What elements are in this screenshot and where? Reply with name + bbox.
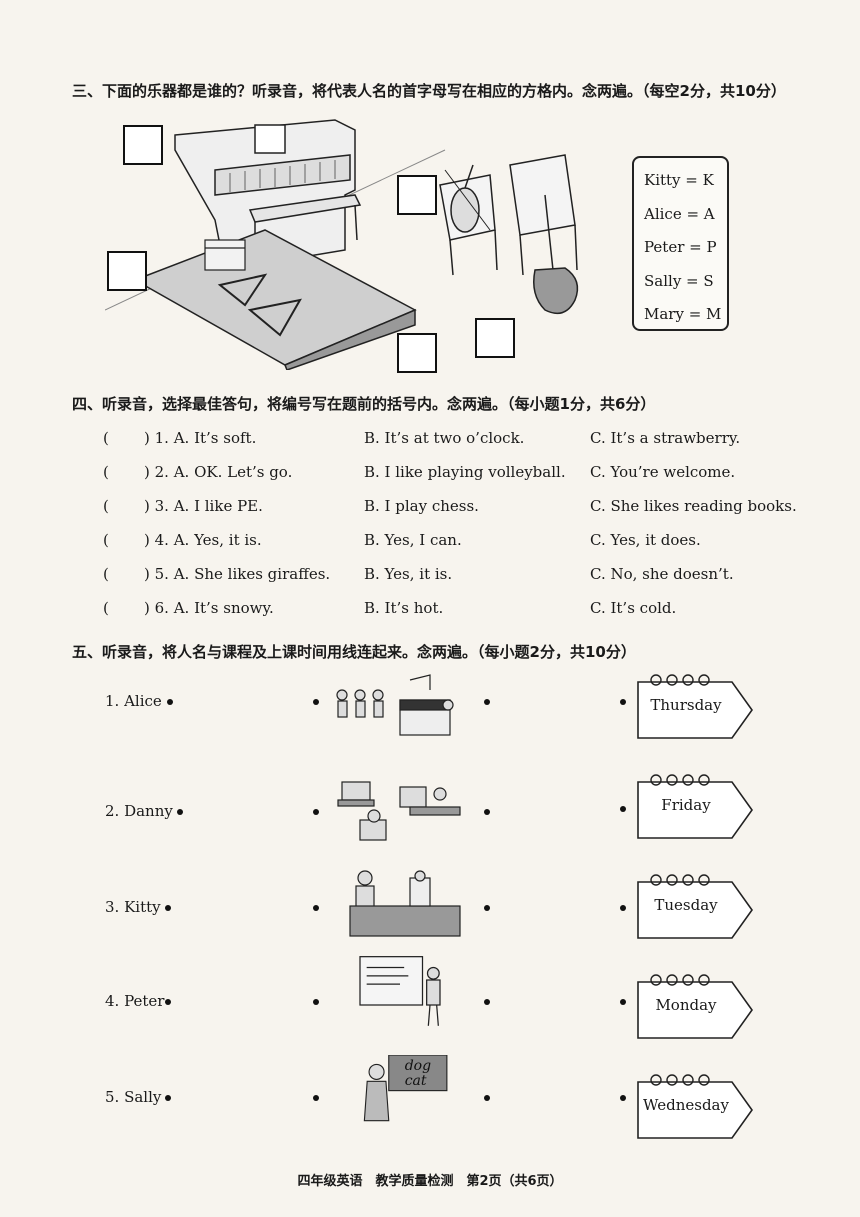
match-dot[interactable]	[313, 999, 319, 1005]
match-dot[interactable]	[620, 699, 626, 705]
day-label: Tuesday	[654, 896, 718, 914]
name-key-legend: Kitty = K Alice = A Peter = P Sally = S …	[632, 156, 729, 331]
match-dot[interactable]	[177, 809, 183, 815]
option-b: B. It’s at two o’clock.	[364, 429, 525, 447]
option-c: C. She likes reading books.	[590, 497, 797, 515]
section5-title: 五、听录音，将人名与课程及上课时间用线连起来。念两遍。（每小题2分，共10分）	[72, 643, 636, 661]
match-dot[interactable]	[313, 905, 319, 911]
calendar-icon	[637, 874, 753, 939]
option-c: C. You’re welcome.	[590, 463, 736, 481]
answer-paren[interactable]: (	[103, 429, 109, 447]
legend-item: Kitty = K	[644, 171, 714, 189]
legend-item: Peter = P	[644, 238, 717, 256]
answer-box-violin[interactable]	[397, 175, 437, 215]
tambourine-box	[204, 239, 246, 271]
answer-box-triangle[interactable]	[397, 333, 437, 373]
option-b: B. I like playing volleyball.	[364, 463, 566, 481]
match-dot[interactable]	[484, 999, 490, 1005]
name-peter: 4. Peter	[105, 992, 165, 1010]
name-alice: 1. Alice	[105, 692, 162, 710]
computer-class-picture	[337, 781, 461, 841]
triangles	[217, 273, 302, 337]
name-sally: 5. Sally	[105, 1088, 162, 1106]
option-a: ) 6. A. It’s snowy.	[144, 599, 274, 617]
match-dot[interactable]	[313, 1095, 319, 1101]
option-b: B. Yes, I can.	[364, 531, 462, 549]
option-a: ) 3. A. I like PE.	[144, 497, 263, 515]
match-dot[interactable]	[313, 809, 319, 815]
match-dot[interactable]	[484, 905, 490, 911]
option-c: C. It’s a strawberry.	[590, 429, 741, 447]
calendar-icon	[637, 1074, 753, 1139]
calendar-wednesday: Wednesday	[636, 1070, 756, 1140]
calendar-icon	[637, 674, 753, 739]
legend-item: Alice = A	[644, 204, 715, 223]
answer-paren[interactable]: (	[103, 531, 109, 549]
board-word-dog: dog	[405, 1058, 431, 1074]
calendar-tuesday: Tuesday	[636, 870, 756, 940]
match-dot[interactable]	[167, 699, 173, 705]
day-label: Wednesday	[643, 1096, 729, 1114]
piano	[174, 119, 362, 271]
option-b: B. I play chess.	[364, 497, 479, 515]
match-dot[interactable]	[620, 905, 626, 911]
answer-box-guitar[interactable]	[475, 318, 515, 358]
chinese-class-picture	[359, 956, 441, 1026]
option-b: B. Yes, it is.	[364, 565, 453, 583]
board-word-cat: cat	[405, 1073, 427, 1089]
option-c: C. Yes, it does.	[590, 531, 701, 549]
calendar-thursday: Thursday	[636, 670, 756, 740]
calendar-monday: Monday	[636, 970, 756, 1040]
match-dot[interactable]	[484, 1095, 490, 1101]
calendar-icon	[637, 774, 753, 839]
match-dot[interactable]	[484, 809, 490, 815]
violin	[444, 164, 491, 233]
guitar	[533, 194, 579, 315]
option-c: C. It’s cold.	[590, 599, 677, 617]
page-footer: 四年级英语 教学质量检测 第2页（共6页）	[297, 1174, 563, 1189]
option-a: ) 2. A. OK. Let’s go.	[144, 463, 293, 481]
english-class-picture: dog cat	[363, 1055, 448, 1122]
answer-paren[interactable]: (	[103, 599, 109, 617]
day-label: Thursday	[650, 696, 722, 714]
match-dot[interactable]	[165, 905, 171, 911]
answer-paren[interactable]: (	[103, 497, 109, 515]
option-a: ) 4. A. Yes, it is.	[144, 531, 262, 549]
table	[133, 229, 417, 370]
legend-item: Mary = M	[644, 305, 722, 323]
answer-box-tambourine[interactable]	[107, 251, 147, 291]
day-label: Monday	[655, 996, 717, 1014]
answer-paren[interactable]: (	[103, 463, 109, 481]
legend-item: Sally = S	[644, 271, 714, 290]
match-dot[interactable]	[620, 1095, 626, 1101]
day-label: Friday	[661, 796, 711, 814]
name-kitty: 3. Kitty	[105, 898, 161, 916]
match-dot[interactable]	[165, 999, 171, 1005]
calendar-icon	[637, 974, 753, 1039]
match-dot[interactable]	[620, 806, 626, 812]
section4-title: 四、听录音，选择最佳答句，将编号写在题前的括号内。念两遍。（每小题1分，共6分）	[72, 395, 656, 413]
music-class-picture	[336, 674, 454, 736]
calendar-friday: Friday	[636, 770, 756, 840]
option-a: ) 5. A. She likes giraffes.	[144, 565, 331, 583]
option-a: ) 1. A. It’s soft.	[144, 429, 257, 447]
match-dot[interactable]	[165, 1095, 171, 1101]
match-dot[interactable]	[484, 699, 490, 705]
answer-box-piano[interactable]	[123, 125, 163, 165]
option-c: C. No, she doesn’t.	[590, 565, 734, 583]
science-class-picture	[349, 870, 461, 937]
match-dot[interactable]	[620, 999, 626, 1005]
section3-title: 三、下面的乐器都是谁的？听录音，将代表人名的首字母写在相应的方格内。念两遍。（每…	[72, 82, 786, 100]
music-room-illustration	[105, 119, 579, 370]
answer-paren[interactable]: (	[103, 565, 109, 583]
match-dot[interactable]	[313, 699, 319, 705]
name-danny: 2. Danny	[105, 802, 173, 820]
option-b: B. It’s hot.	[364, 599, 444, 617]
